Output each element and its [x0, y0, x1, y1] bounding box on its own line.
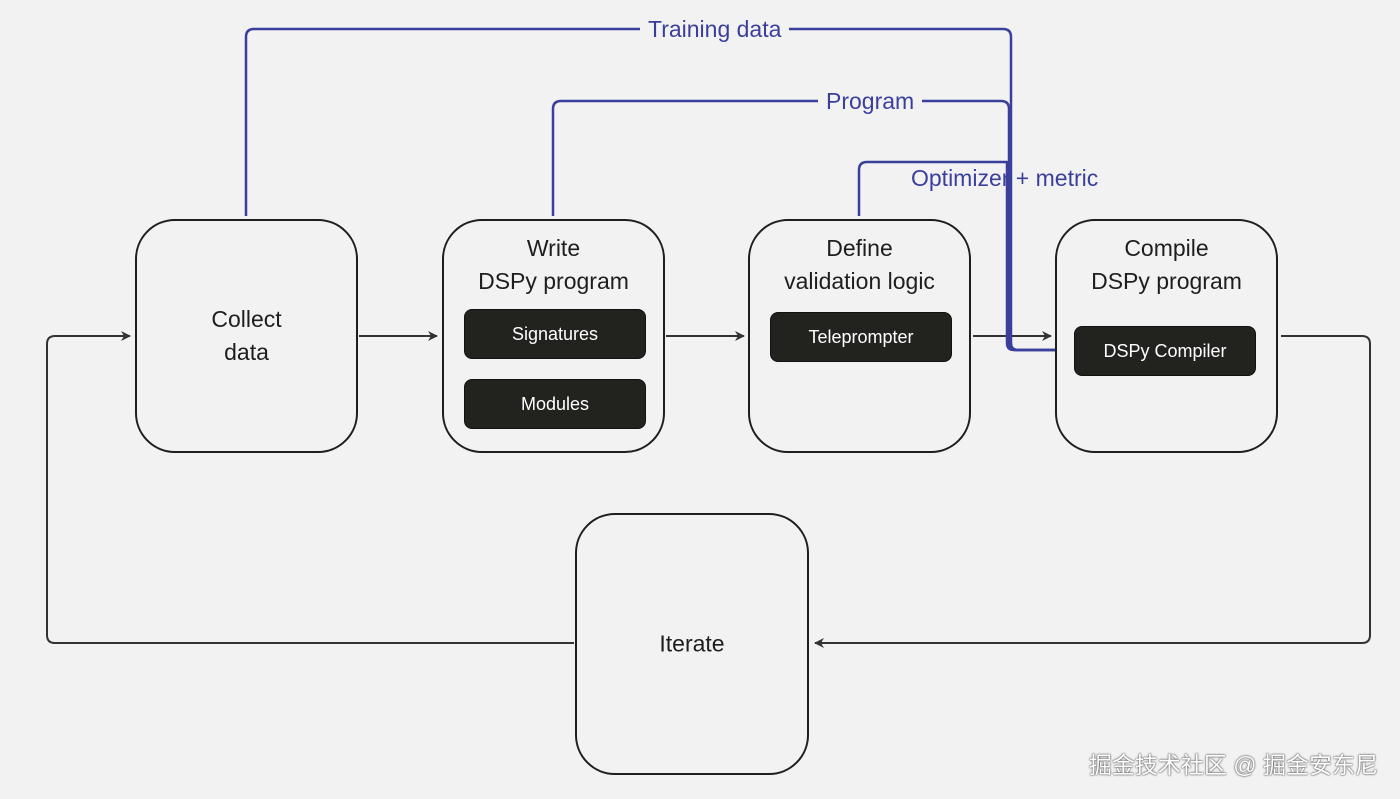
node-define-line2: validation logic	[784, 268, 935, 294]
node-write-program-title: Write DSPy program	[444, 232, 663, 298]
chip-teleprompter: Teleprompter	[770, 312, 952, 362]
node-collect-data: Collect data	[135, 219, 358, 453]
node-define-validation-title: Define validation logic	[750, 232, 969, 298]
node-write-line1: Write	[526, 235, 581, 261]
node-collect-line2: data	[224, 339, 269, 365]
node-compile-program: Compile DSPy program DSPy Compiler	[1055, 219, 1278, 453]
node-iterate-title: Iterate	[659, 630, 725, 657]
node-compile-line2: DSPy program	[1091, 268, 1242, 294]
node-define-validation: Define validation logic Teleprompter	[748, 219, 971, 453]
label-training-data: Training data	[640, 14, 790, 44]
arrow-iterate-to-collect	[46, 331, 574, 644]
label-program: Program	[818, 86, 923, 116]
line-optimizer-metric	[857, 160, 1072, 356]
arrow-compile-to-iterate	[814, 335, 1371, 648]
chip-signatures: Signatures	[464, 309, 646, 359]
node-define-line1: Define	[826, 235, 893, 261]
node-write-program: Write DSPy program Signatures Modules	[442, 219, 665, 453]
watermark: 掘金技术社区 @ 掘金安东尼	[1088, 752, 1378, 778]
chip-modules: Modules	[464, 379, 646, 429]
node-compile-program-title: Compile DSPy program	[1057, 232, 1276, 298]
node-compile-line1: Compile	[1124, 235, 1209, 261]
chip-dspy-compiler: DSPy Compiler	[1074, 326, 1256, 376]
node-collect-data-title: Collect data	[137, 303, 356, 369]
node-collect-line1: Collect	[211, 306, 282, 332]
node-iterate: Iterate	[575, 513, 809, 775]
label-optimizer-metric: Optimizer + metric	[911, 165, 1099, 191]
node-write-line2: DSPy program	[478, 268, 629, 294]
